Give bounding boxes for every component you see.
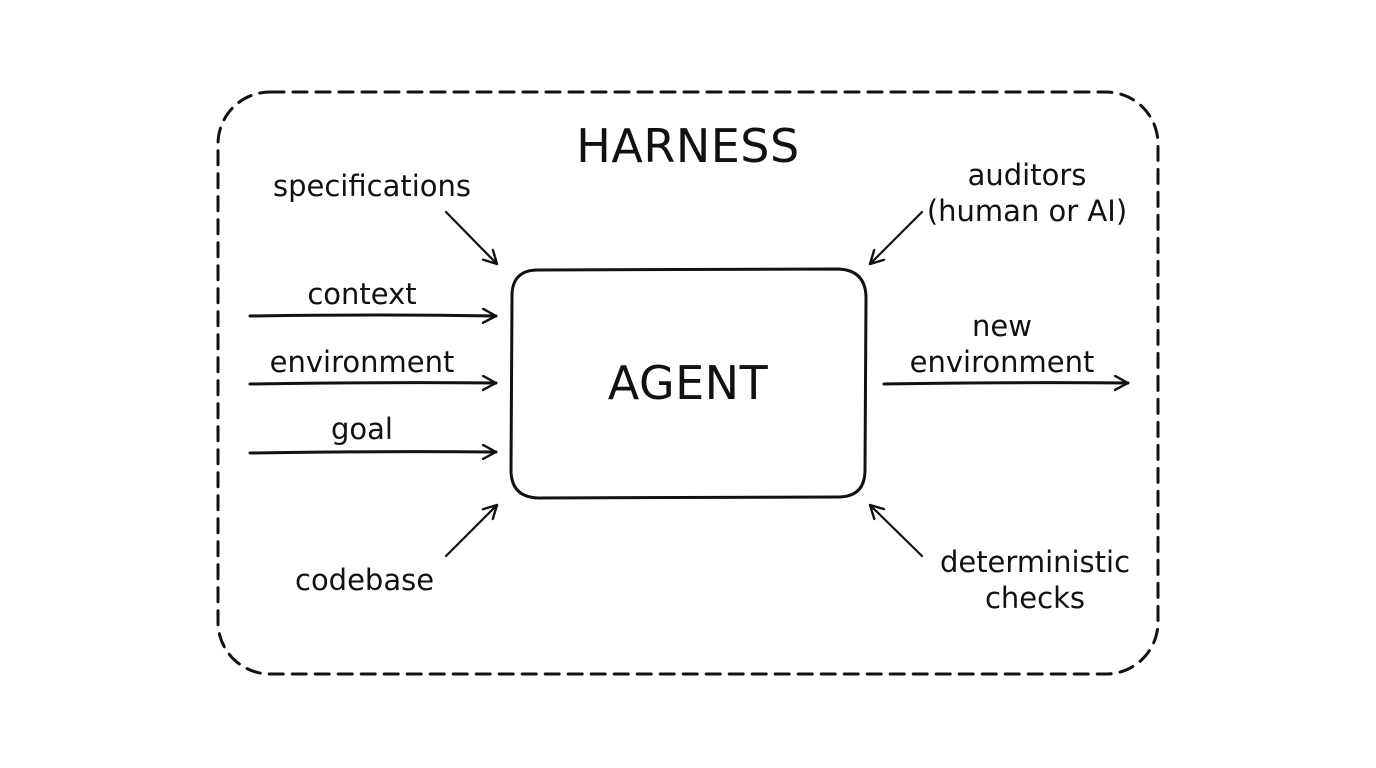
- auditors-label-line1: auditors: [967, 158, 1087, 192]
- harness-boundary: [216, 90, 1160, 676]
- environment-label: environment: [269, 345, 455, 379]
- codebase-label: codebase: [295, 563, 435, 597]
- agent-title: AGENT: [607, 356, 769, 410]
- auditors-arrow: [870, 210, 924, 264]
- auditors-label: auditors (human or AI): [917, 157, 1137, 229]
- deterministic-checks-label-line2: checks: [984, 581, 1085, 615]
- agent-box: [509, 267, 868, 500]
- specifications-arrow: [444, 210, 497, 264]
- new-environment-label-line1: new: [972, 309, 1032, 343]
- codebase-arrow: [444, 505, 497, 558]
- auditors-label-line2: (human or AI): [926, 194, 1128, 228]
- specifications-label: specifications: [273, 169, 472, 203]
- environment-arrow: [248, 383, 498, 384]
- deterministic-checks-label-line1: deterministic: [939, 545, 1131, 579]
- deterministic-checks-label: deterministic checks: [925, 544, 1145, 616]
- context-label: context: [307, 277, 417, 311]
- new-environment-label-line2: environment: [909, 345, 1095, 379]
- harness-title: HARNESS: [576, 119, 800, 173]
- new-environment-label: new environment: [892, 308, 1112, 380]
- new-environment-arrow: [882, 383, 1130, 384]
- goal-label: goal: [331, 412, 393, 446]
- deterministic-checks-arrow: [870, 505, 924, 558]
- goal-arrow: [248, 452, 498, 453]
- context-arrow: [248, 315, 498, 316]
